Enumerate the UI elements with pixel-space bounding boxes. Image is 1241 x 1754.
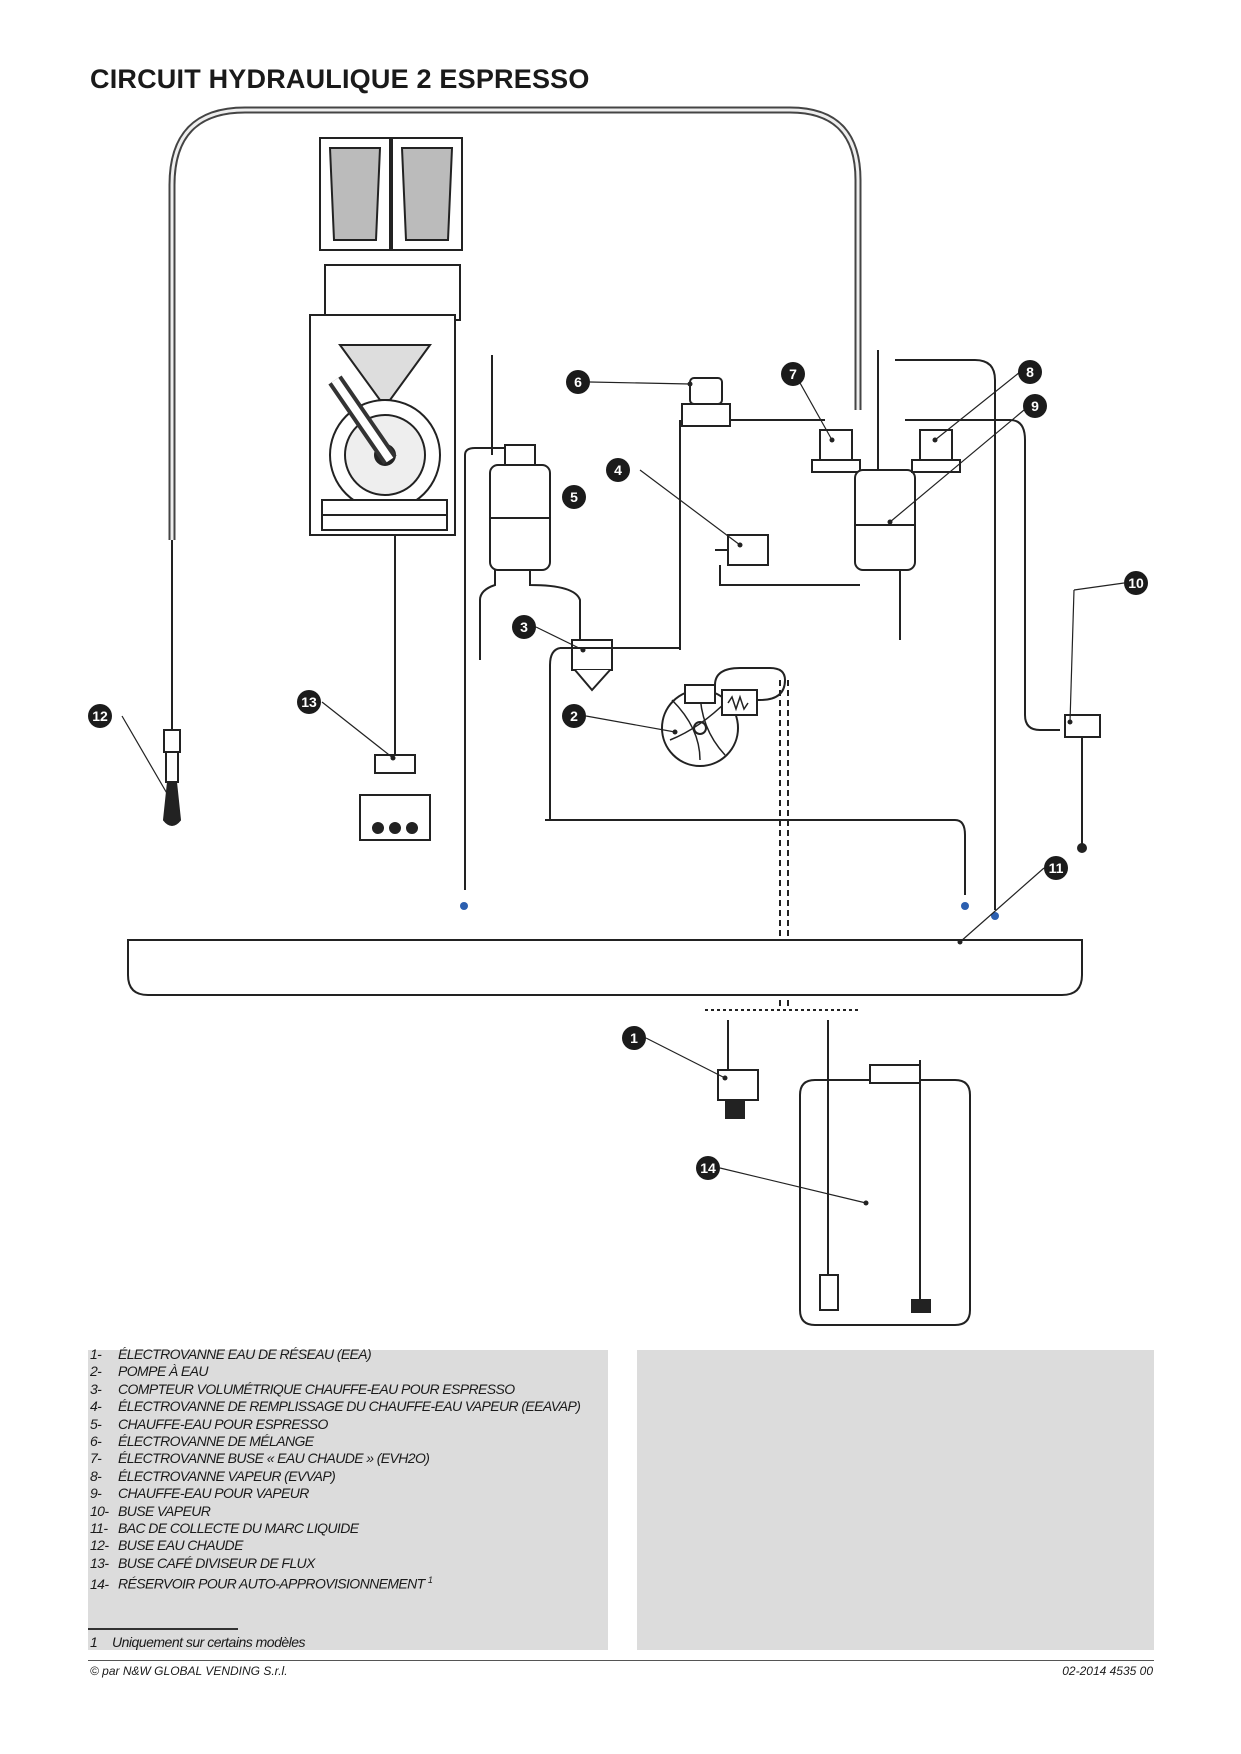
legend-item-6: 6-ÉLECTROVANNE DE MÉLANGE: [90, 1433, 314, 1450]
callout-2: 2: [562, 704, 586, 728]
copyright: © par N&W GLOBAL VENDING S.r.l.: [90, 1664, 288, 1678]
svg-text:3: 3: [520, 619, 528, 635]
callout-13: 13: [297, 690, 321, 714]
document-reference: 02-2014 4535 00: [1062, 1664, 1153, 1678]
steam-boiler: [854, 350, 916, 640]
callout-12: 12: [88, 704, 112, 728]
legend-item-4: 4-ÉLECTROVANNE DE REMPLISSAGE DU CHAUFFE…: [90, 1398, 581, 1415]
svg-text:12: 12: [92, 708, 108, 724]
legend-item-12: 12-BUSE EAU CHAUDE: [90, 1537, 243, 1554]
svg-text:8: 8: [1026, 364, 1034, 380]
svg-text:1: 1: [630, 1030, 638, 1046]
flow-meter: [549, 639, 680, 820]
legend-item-13: 13-BUSE CAFÉ DIVISEUR DE FLUX: [90, 1554, 315, 1571]
hydraulic-circuit-diagram: 1 2 3 4 5 6 7 8 9 10 11 12 13 14: [88, 106, 1148, 1326]
espresso-boiler: [464, 355, 581, 890]
svg-text:9: 9: [1031, 398, 1039, 414]
callout-9: 9: [1023, 394, 1047, 418]
hot-water-nozzle: [162, 540, 182, 826]
callout-5: 5: [562, 485, 586, 509]
svg-text:6: 6: [574, 374, 582, 390]
svg-text:11: 11: [1049, 860, 1064, 876]
page-title: CIRCUIT HYDRAULIQUE 2 ESPRESSO: [90, 64, 590, 94]
svg-text:7: 7: [789, 366, 797, 382]
mixing-valve: [679, 377, 825, 650]
footnote-divider: [88, 1628, 238, 1630]
svg-text:4: 4: [614, 462, 622, 478]
legend-item-2: 2-POMPE À EAU: [90, 1363, 208, 1380]
steam-nozzle: [1064, 714, 1101, 853]
legend-item-7: 7-ÉLECTROVANNE BUSE « EAU CHAUDE » (EVH2…: [90, 1450, 430, 1467]
callout-1: 1: [622, 1026, 646, 1050]
callout-10: 10: [1124, 571, 1148, 595]
mains-water-valve: [717, 1020, 759, 1119]
callout-7: 7: [781, 362, 805, 386]
svg-text:13: 13: [301, 694, 317, 710]
callout-14: 14: [696, 1156, 720, 1180]
legend-item-14: 14-RÉSERVOIR POUR AUTO-APPROVISIONNEMENT…: [90, 1575, 433, 1592]
legend-item-5: 5-CHAUFFE-EAU POUR ESPRESSO: [90, 1415, 328, 1432]
hot-water-valve: [811, 429, 861, 473]
legend-panel: [88, 1350, 608, 1650]
callout-6: 6: [566, 370, 590, 394]
svg-text:2: 2: [570, 708, 578, 724]
footer-divider: [88, 1660, 1154, 1661]
legend-item-9: 9-CHAUFFE-EAU POUR VAPEUR: [90, 1485, 309, 1502]
legend-item-10: 10-BUSE VAPEUR: [90, 1502, 211, 1519]
callout-4: 4: [606, 458, 630, 482]
drip-tray: [127, 939, 1083, 996]
legend-item-11: 11-BAC DE COLLECTE DU MARC LIQUIDE: [90, 1520, 359, 1537]
svg-text:5: 5: [570, 489, 578, 505]
legend-item-3: 3-COMPTEUR VOLUMÉTRIQUE CHAUFFE-EAU POUR…: [90, 1380, 515, 1397]
coffee-spout: [359, 754, 431, 841]
footnote-marker: 1: [427, 1575, 433, 1586]
self-supply-reservoir: [799, 1020, 971, 1326]
callout-11: 11: [1044, 856, 1068, 880]
svg-text:14: 14: [700, 1160, 716, 1176]
steam-valve: [895, 359, 1060, 910]
steam-fill-valve: [715, 534, 860, 586]
legend-item-1: 1-ÉLECTROVANNE EAU DE RÉSEAU (EEA): [90, 1346, 372, 1362]
legend-item-8: 8-ÉLECTROVANNE VAPEUR (EVVAP): [90, 1467, 336, 1484]
notes-panel: [637, 1350, 1154, 1650]
brewer-unit: [309, 137, 463, 536]
legend-list: 1-ÉLECTROVANNE EAU DE RÉSEAU (EEA) 2-POM…: [90, 1346, 581, 1593]
svg-text:10: 10: [1128, 575, 1144, 591]
callout-3: 3: [512, 615, 536, 639]
callout-8: 8: [1018, 360, 1042, 384]
